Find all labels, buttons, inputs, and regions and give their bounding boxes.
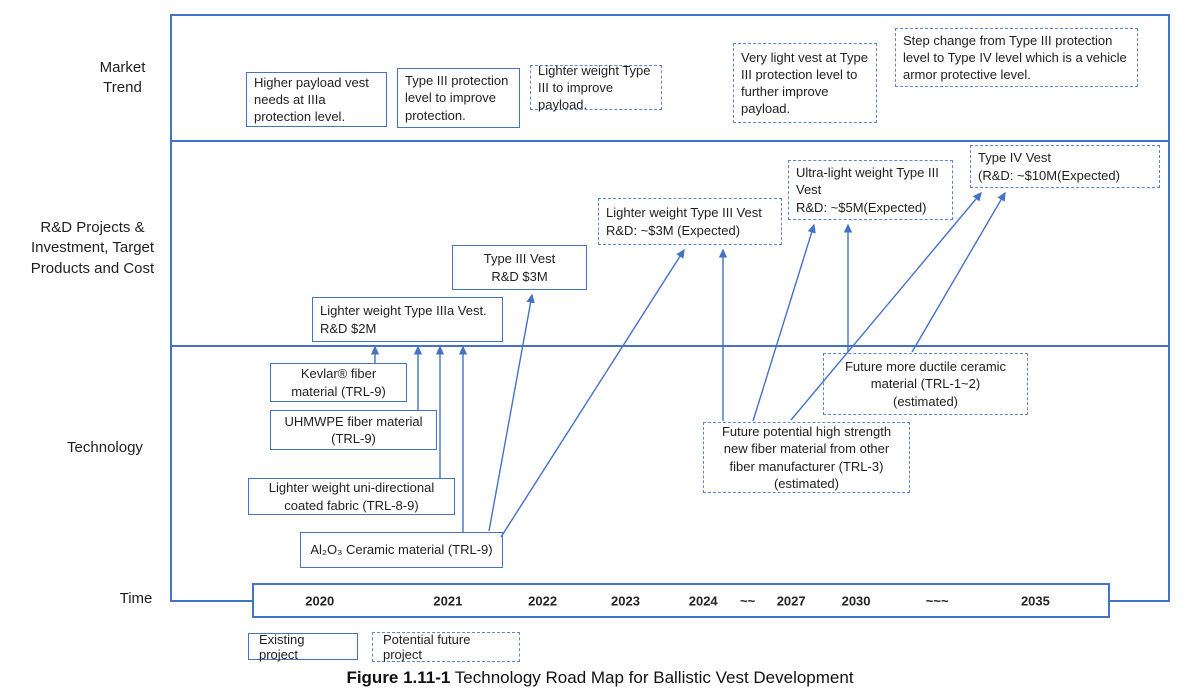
row-label-technology: Technology <box>67 439 143 456</box>
row-label-time: Time <box>119 590 153 607</box>
technology-box-future-fiber: Future potential high strength new fiber… <box>703 422 910 493</box>
market-trend-box-step-change-type4: Step change from Type III protection lev… <box>895 28 1138 87</box>
technology-box-uhmwpe-fiber: UHMWPE fiber material (TRL-9) <box>270 410 437 450</box>
figure-caption: Figure 1.11-1 Technology Road Map for Ba… <box>0 668 1200 688</box>
legend-existing-project: Existing project <box>248 632 358 662</box>
time-tick-2021: 2021 <box>433 593 463 608</box>
market-trend-box-higher-payload: Higher payload vest needs at IIIa protec… <box>246 72 387 127</box>
row-divider-market-rnd <box>170 140 1170 142</box>
rnd-box-type4-vest: Type IV Vest (R&D: ~$10M(Expected) <box>970 145 1160 188</box>
time-tick-2023: 2023 <box>611 593 640 608</box>
time-tick-2022: 2022 <box>528 593 558 608</box>
time-tick-2024: 2024 <box>688 593 718 608</box>
market-trend-box-very-light-vest: Very light vest at Type III protection l… <box>733 43 877 123</box>
time-tick-2020: 2020 <box>305 593 335 608</box>
legend-potential-future-project: Potential future project <box>372 632 520 662</box>
row-divider-rnd-technology <box>170 345 1170 347</box>
row-label-market-trend: Market Trend <box>99 59 146 97</box>
technology-box-future-ceramic: Future more ductile ceramic material (TR… <box>823 353 1028 415</box>
technology-box-kevlar-fiber: Kevlar® fiber material (TRL-9) <box>270 363 407 402</box>
rnd-box-ultralight-type3-vest: Ultra-light weight Type III Vest R&D: ~$… <box>788 160 953 220</box>
time-tick-gap-1: ~~ <box>740 593 756 608</box>
rnd-box-lighter-type3-vest: Lighter weight Type III Vest R&D: ~$3M (… <box>598 198 782 245</box>
time-tick-2027: 2027 <box>776 593 806 608</box>
time-tick-gap-2: ~~~ <box>925 593 949 608</box>
rnd-box-lighter-type3a-vest: Lighter weight Type IIIa Vest. R&D $2M <box>312 297 503 342</box>
rnd-box-type3-vest: Type III Vest R&D $3M <box>452 245 587 290</box>
market-trend-box-lighter-type3: Lighter weight Type III to improve paylo… <box>530 63 662 112</box>
time-axis: 2020 2021 2022 2023 2024 ~~ 2027 2030 ~~… <box>252 583 1110 618</box>
technology-box-al2o3-ceramic: Al₂O₃ Ceramic material (TRL-9) <box>300 532 503 568</box>
technology-box-unidirectional-fabric: Lighter weight uni-directional coated fa… <box>248 478 455 515</box>
figure-caption-title: Technology Road Map for Ballistic Vest D… <box>450 668 854 687</box>
time-tick-2030: 2030 <box>841 593 871 608</box>
time-tick-2035: 2035 <box>1020 593 1050 608</box>
market-trend-box-type3-protection: Type III protection level to improve pro… <box>397 68 520 128</box>
figure-caption-number: Figure 1.11-1 <box>346 668 451 687</box>
row-label-rnd: R&D Projects & Investment, Target Produc… <box>30 219 155 277</box>
